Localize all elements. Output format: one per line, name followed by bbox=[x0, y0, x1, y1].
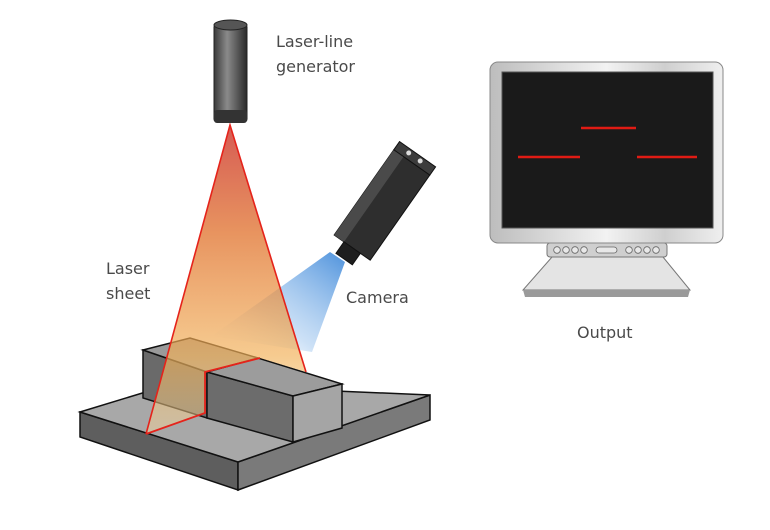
monitor-buttons bbox=[553, 246, 660, 254]
laser-profile-line bbox=[145, 357, 261, 435]
laser-line-generator-icon bbox=[213, 19, 248, 123]
generator-label: generator bbox=[276, 57, 355, 76]
laser-sheet-label-1: Laser bbox=[106, 259, 150, 278]
output-monitor bbox=[489, 61, 724, 297]
camera-icon bbox=[333, 140, 437, 266]
monitor-screen bbox=[501, 71, 714, 229]
laser-line-label: Laser-line bbox=[276, 32, 353, 51]
laser-sheet bbox=[145, 122, 307, 435]
camera-label: Camera bbox=[346, 288, 409, 307]
laser-sheet-label-2: sheet bbox=[106, 284, 150, 303]
output-label: Output bbox=[577, 323, 633, 342]
